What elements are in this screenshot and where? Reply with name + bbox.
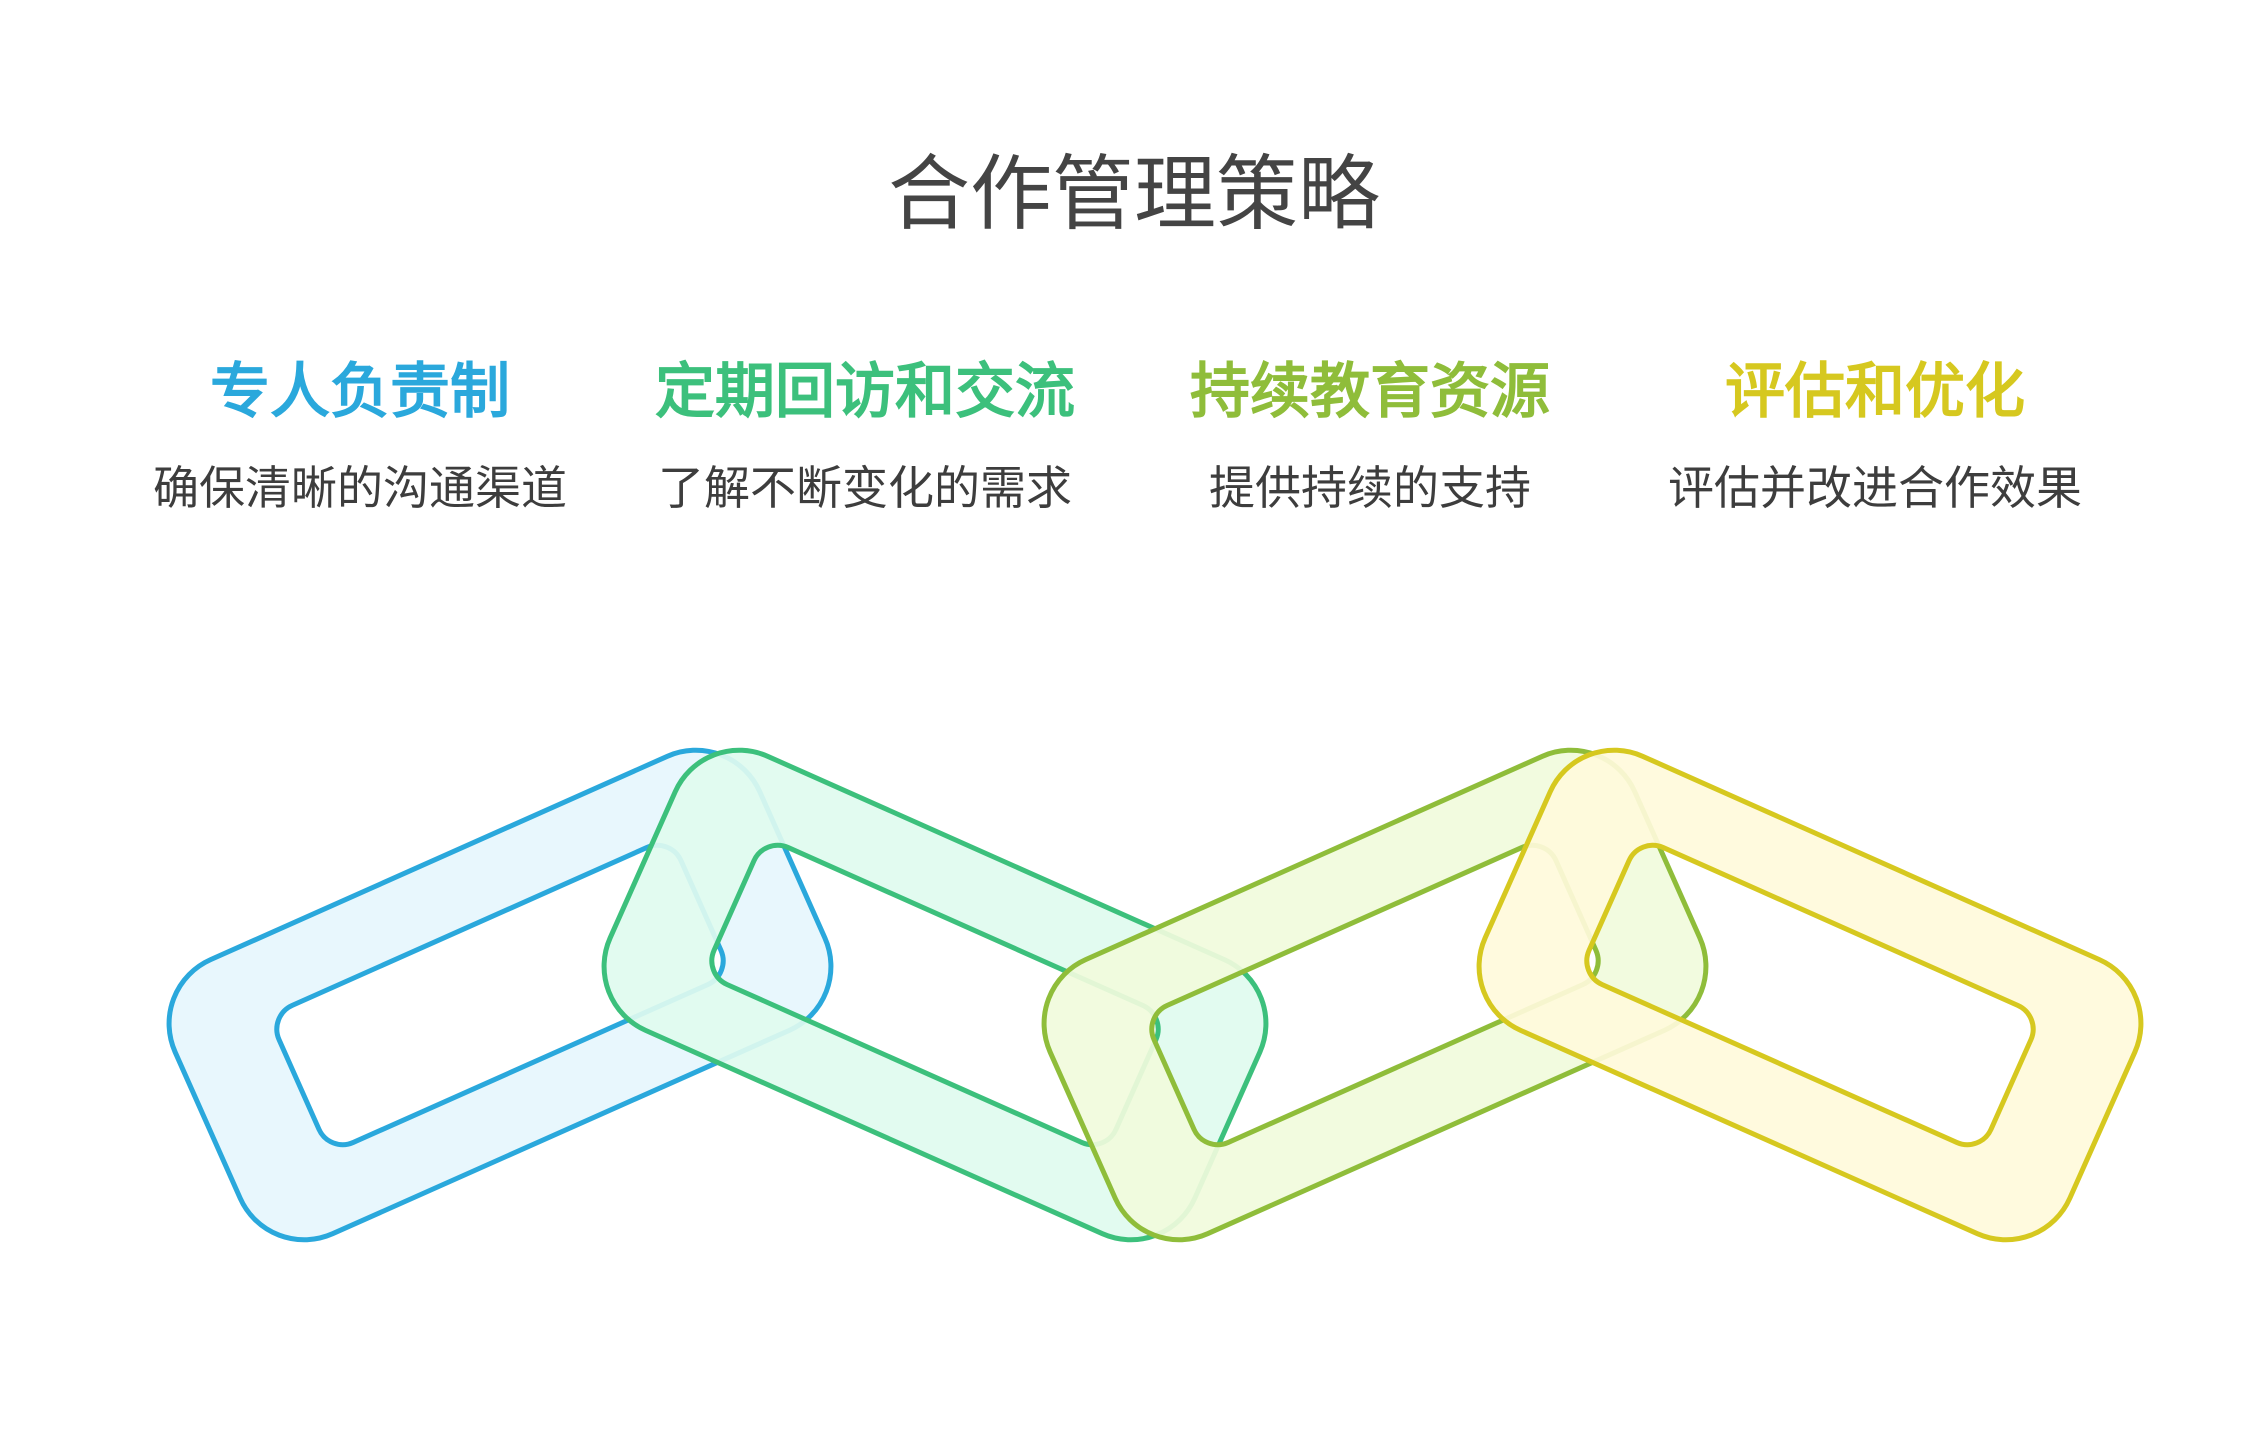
chain-link-4 <box>1476 747 2144 1243</box>
strategy-item-3: 持续教育资源 提供持续的支持 <box>1110 350 1630 520</box>
strategy-item-1: 专人负责制 确保清晰的沟通渠道 <box>100 350 620 520</box>
diagram-title: 合作管理策略 <box>887 147 1380 242</box>
strategy-item-2: 定期回访和交流 了解不断变化的需求 <box>605 350 1125 520</box>
strategy-description-3: 提供持续的支持 <box>1209 461 1531 515</box>
strategy-heading-1: 专人负责制 <box>210 357 510 427</box>
strategy-description-1: 确保清晰的沟通渠道 <box>153 461 567 515</box>
strategy-heading-3: 持续教育资源 <box>1190 357 1550 427</box>
strategy-item-4: 评估和优化 评估并改进合作效果 <box>1615 350 2135 520</box>
chain-link-shape-4 <box>1476 747 2144 1243</box>
strategy-heading-2: 定期回访和交流 <box>655 357 1075 427</box>
strategy-description-4: 评估并改进合作效果 <box>1668 461 2082 515</box>
strategy-description-2: 了解不断变化的需求 <box>658 461 1072 515</box>
strategy-heading-4: 评估和优化 <box>1725 357 2025 427</box>
